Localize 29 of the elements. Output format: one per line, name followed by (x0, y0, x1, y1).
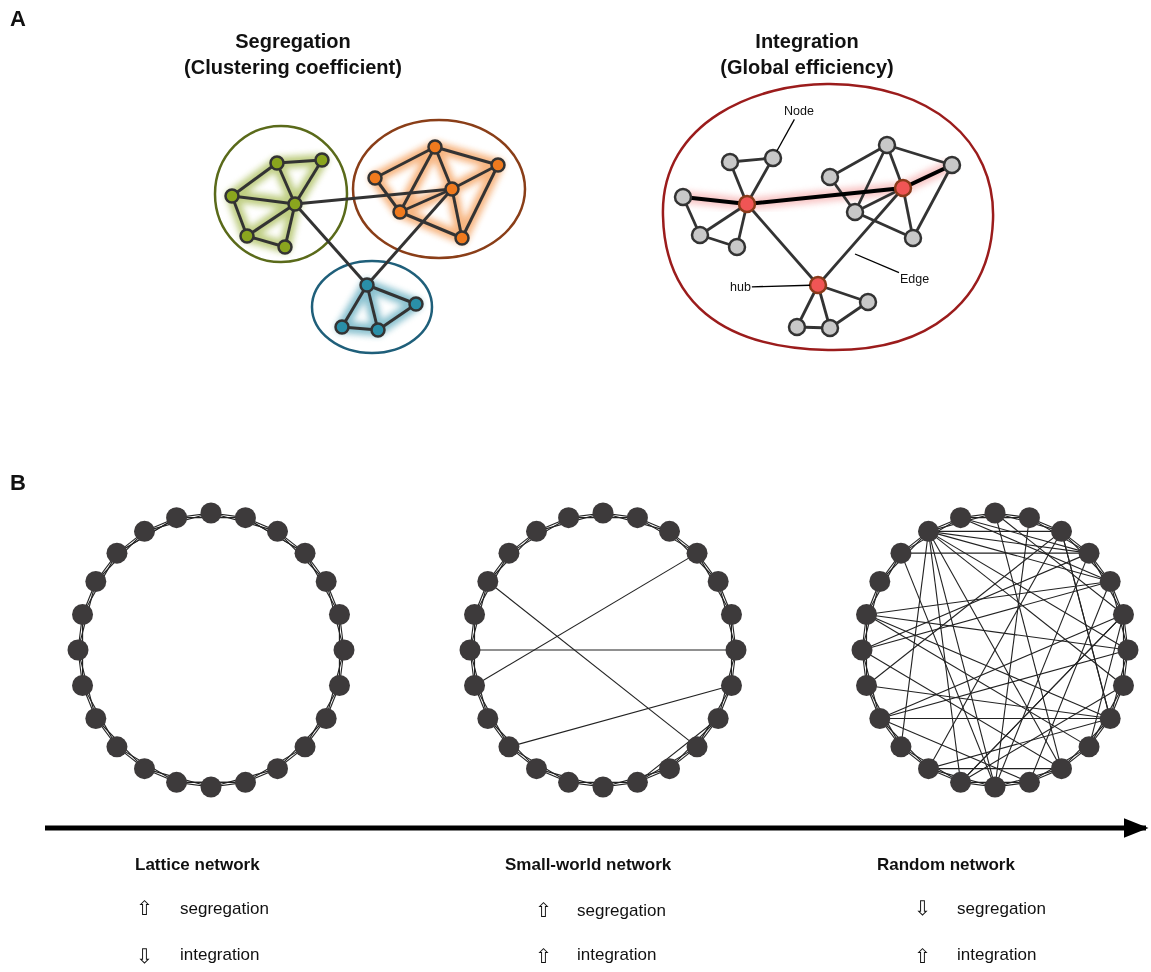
panel-letter: A (10, 6, 26, 32)
panel-subtitle: (Global efficiency) (720, 56, 894, 79)
panel-title: Segregation (235, 30, 351, 53)
arrow-symbol: ⇧ (535, 899, 552, 922)
hub-node (808, 275, 828, 295)
arrow-symbol: ⇩ (914, 897, 931, 920)
panel-subtitle: (Clustering coefficient) (184, 56, 402, 79)
measure-label: segregation (957, 899, 1046, 919)
network-type-label: Lattice network (135, 855, 260, 875)
node-label: Node (784, 104, 814, 119)
panel-title: Integration (755, 30, 859, 53)
panel-letter: B (10, 470, 26, 496)
measure-label: segregation (180, 899, 269, 919)
arrow-symbol: ⇧ (136, 897, 153, 920)
network-type-label: Small-world network (505, 855, 672, 875)
network-type-label: Random network (877, 855, 1015, 875)
arrow-symbol: ⇧ (535, 945, 552, 968)
measure-label: integration (180, 945, 260, 965)
node-label: hub (730, 280, 751, 295)
node-label: Edge (900, 272, 930, 287)
measure-label: integration (957, 945, 1037, 965)
arrow-symbol: ⇩ (136, 945, 153, 968)
leader-line (751, 284, 811, 288)
leader-line (776, 118, 796, 152)
network-node (763, 148, 783, 168)
leader-line (854, 253, 900, 274)
arrow-symbol: ⇧ (914, 945, 931, 968)
measure-label: integration (577, 945, 657, 965)
measure-label: segregation (577, 901, 666, 921)
